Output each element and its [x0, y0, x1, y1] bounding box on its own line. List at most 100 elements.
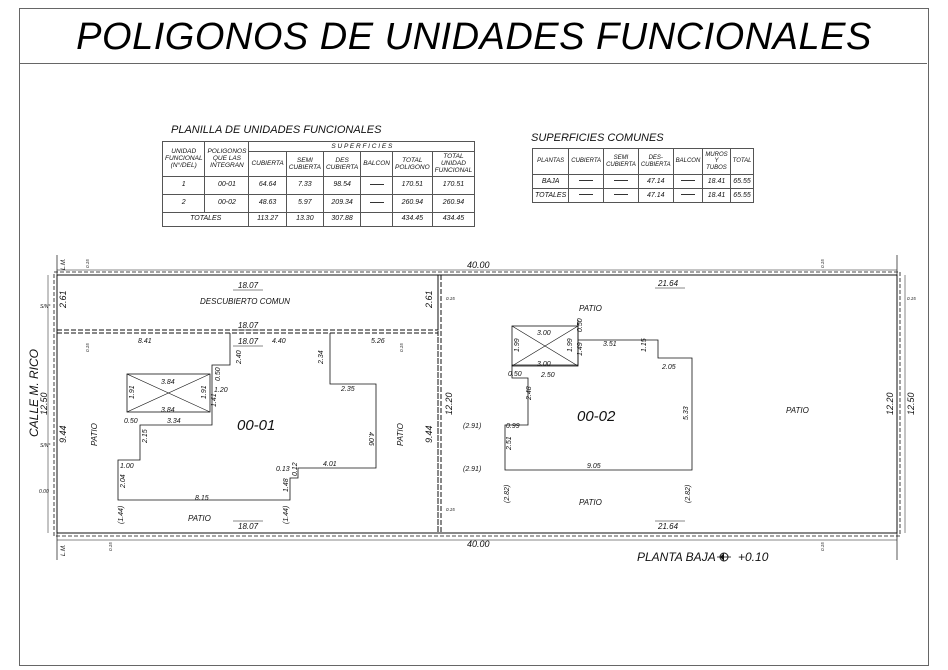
dim: 8.41 [138, 338, 152, 345]
dim: 2.48 [526, 386, 533, 401]
dim-015: 0.15 [399, 343, 404, 352]
sn-label-2: S/N° [40, 443, 50, 449]
lot-boundary [56, 274, 898, 534]
dim-right-inner: 12.20 [885, 392, 895, 415]
dim: 3.84 [161, 379, 175, 386]
dim: 5.33 [683, 406, 690, 420]
dim-015: 0.15 [446, 507, 455, 512]
dim: 2.51 [506, 436, 513, 451]
dim-left-944: 9.44 [58, 425, 68, 443]
level-marker-icon [717, 552, 731, 562]
patio-label: PATIO [579, 498, 602, 507]
header-unidad: UNIDAD FUNCIONAL (N°/DEL) [161, 141, 206, 177]
cell-empty [672, 188, 704, 203]
header-balcon: BALCON [360, 151, 393, 177]
totals-row: TOTALES 113.27 13.30 307.88 434.45 434.4… [161, 211, 476, 227]
dim: (2.82) [685, 485, 692, 503]
floor-label: PLANTA BAJA [637, 550, 716, 564]
unit-01-building [117, 333, 377, 501]
dim: 2.40 [236, 350, 243, 365]
cell: 307.88 [322, 211, 362, 227]
dim-center-depth: 12.20 [444, 392, 454, 415]
unit-01-label: 00-01 [237, 417, 275, 434]
sn-label-1: S/N° [40, 304, 50, 310]
dim-bottom-total: 40.00 [467, 539, 490, 549]
patio-label: PATIO [786, 406, 809, 415]
dim-left-depth: 12.50 [39, 392, 49, 415]
cell: 434.45 [391, 211, 433, 227]
dim: 1.41 [211, 393, 218, 407]
table-row: 2 00-02 48.63 5.97 209.34 260.94 260.94 [161, 193, 476, 213]
cell: 47.14 [637, 188, 674, 203]
dim: 0.12 [292, 462, 299, 476]
unit-02-stair [511, 325, 579, 367]
dim-015: 0.15 [446, 296, 455, 301]
header-plantas: PLANTAS [531, 148, 570, 175]
page-title: POLIGONOS DE UNIDADES FUNCIONALES [76, 16, 872, 58]
dim: 0.50 [577, 318, 584, 332]
comunes-table: PLANTAS CUBIERTA SEMI CUBIERTA DES- CUBI… [531, 148, 755, 203]
header-cubierta: CUBIERTA [248, 151, 287, 177]
header-total: TOTAL [729, 148, 755, 175]
dim: 0.13 [276, 466, 290, 473]
dim-015: 0.15 [820, 542, 825, 551]
header-total-unidad: TOTAL UNIDAD FUNCIONAL [431, 151, 476, 177]
dim: 0.50 [508, 371, 522, 378]
dim: 2.05 [661, 364, 676, 371]
dim: 3.51 [603, 341, 617, 348]
dim: 2.35 [340, 386, 355, 393]
cell: 209.34 [322, 193, 362, 213]
dim: 4.06 [367, 432, 374, 446]
dim-015: 0.15 [820, 259, 825, 268]
dim: 0.50 [215, 367, 222, 381]
patio-label: PATIO [90, 423, 99, 446]
patio-label: PATIO [188, 514, 211, 523]
dim: (2.91) [463, 423, 481, 430]
header-des: DES CUBIERTA [322, 151, 362, 177]
dim: 2.04 [120, 474, 127, 489]
dim: (1.44) [283, 506, 290, 524]
dim: 1.99 [514, 338, 521, 352]
dim: (2.82) [504, 485, 511, 503]
dim: 1.91 [129, 385, 136, 399]
level-label: +0.10 [738, 550, 769, 564]
table-row: 1 00-01 64.64 7.33 98.54 170.51 170.51 [161, 175, 476, 195]
dim: 3.34 [167, 418, 181, 425]
dim: 0.50 [124, 418, 138, 425]
lm-label-bottom: L.M. [61, 544, 67, 556]
dim: 2.15 [142, 429, 149, 444]
dim: 1.48 [283, 478, 290, 492]
header-cubierta: CUBIERTA [568, 148, 605, 175]
unit-02-label: 00-02 [577, 408, 616, 425]
dim-com-bottom: 18.07 [238, 321, 259, 330]
street-label: CALLE M. RICO [27, 349, 41, 437]
title-divider [19, 63, 927, 64]
dim-015: 0.15 [85, 259, 90, 268]
patio-label: PATIO [579, 304, 602, 313]
header-semi: SEMI CUBIERTA [285, 151, 324, 177]
dim-u2-bottom: 21.64 [657, 522, 679, 531]
header-semi: SEMI CUBIERTA [603, 148, 639, 175]
dim: (2.91) [463, 466, 481, 473]
dim-u1-bottom: 18.07 [238, 522, 259, 531]
header-total-poligono: TOTAL POLIGONO [391, 151, 433, 177]
unit-01-stair [126, 373, 211, 413]
dim: 5.26 [371, 338, 385, 345]
dim: 8.15 [195, 495, 209, 502]
dim: 1.49 [577, 342, 584, 356]
common-area-label: DESCUBIERTO COMUN [200, 297, 290, 306]
dim-261-left: 2.61 [58, 290, 68, 309]
dim: 0.99 [506, 423, 520, 430]
dim: 9.05 [587, 463, 601, 470]
dim-right-depth: 12.50 [906, 392, 916, 415]
patio-label: PATIO [396, 423, 405, 446]
dim-com-top: 18.07 [238, 281, 259, 290]
zero-label: 0.00 [39, 489, 49, 495]
dim-015: 0.15 [108, 542, 113, 551]
dim-center-944: 9.44 [424, 425, 434, 443]
dim-261-right: 2.61 [424, 290, 434, 309]
cell-empty [568, 188, 605, 203]
unit-01-boundary [56, 332, 439, 534]
